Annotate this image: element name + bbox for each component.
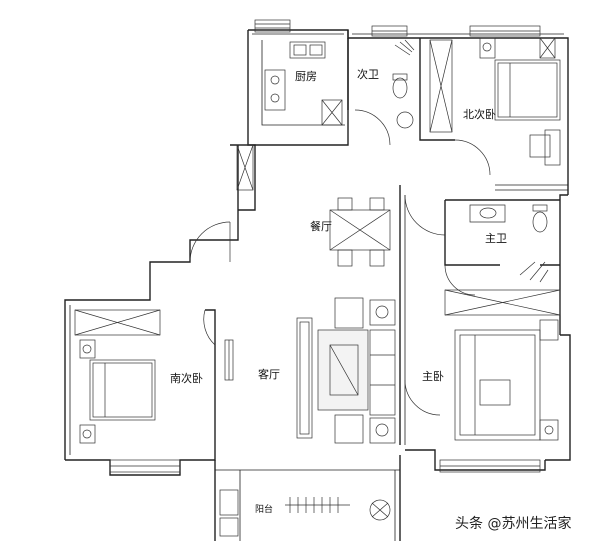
walls — [64, 29, 571, 541]
bath-fixtures — [392, 39, 549, 283]
watermark: 头条 @苏州生活家 — [455, 515, 571, 532]
dining-table — [329, 197, 391, 267]
label-kitchen: 厨房 — [295, 70, 317, 83]
label-master-bedroom: 主卧 — [422, 370, 444, 383]
label-master-bath: 主卫 — [485, 232, 507, 245]
living-room-furniture — [296, 297, 396, 444]
wardrobes — [74, 144, 561, 336]
south-bedroom-furniture — [79, 339, 156, 444]
doors — [189, 109, 491, 416]
master-bedroom-furniture — [454, 319, 559, 441]
label-south-bedroom: 南次卧 — [170, 371, 203, 385]
room-labels: 厨房 次卫 北次卧 餐厅 主卫 南次卧 客厅 主卧 阳台 — [170, 67, 507, 515]
north-bedroom-furniture — [479, 37, 561, 166]
windows — [109, 19, 541, 473]
label-living: 客厅 — [258, 367, 280, 381]
label-north-bedroom: 北次卧 — [463, 107, 496, 121]
kitchen-fixtures — [264, 41, 343, 126]
label-dining: 餐厅 — [310, 219, 332, 233]
balcony-fixtures — [219, 489, 391, 537]
label-balcony: 阳台 — [255, 503, 273, 515]
label-second-bath: 次卫 — [357, 67, 379, 81]
